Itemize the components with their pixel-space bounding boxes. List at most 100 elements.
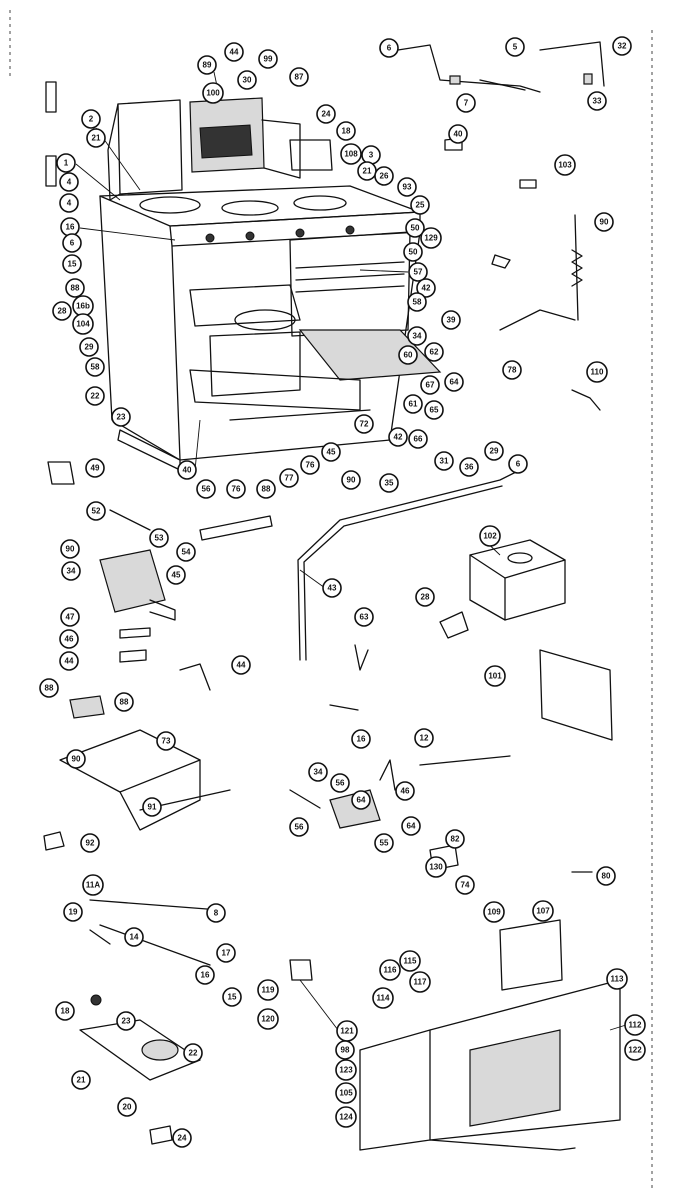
- callout-circle: [85, 458, 105, 478]
- hinge-clip: [583, 73, 593, 85]
- callout-c26: 25: [410, 195, 430, 215]
- callout-c3: 7: [456, 93, 476, 113]
- rail-part: [419, 755, 511, 766]
- callout-circle: [142, 797, 162, 817]
- callout-label: 65: [430, 406, 439, 415]
- callout-label: 53: [155, 534, 164, 543]
- callout-c81: 47: [60, 607, 80, 627]
- callout-c116: 117: [409, 971, 431, 993]
- callout-c37: 28: [52, 301, 72, 321]
- callout-c58: 40: [177, 460, 197, 480]
- callout-label: 22: [189, 1049, 198, 1058]
- panel-plate: [539, 649, 613, 741]
- screw-icon: [519, 179, 537, 189]
- callout-circle: [156, 731, 176, 751]
- bracket-part: [47, 461, 75, 485]
- callout-circle: [86, 501, 106, 521]
- callout-c72: 52: [86, 501, 106, 521]
- bracket-part: [439, 611, 469, 639]
- callout-c88: 88: [114, 692, 134, 712]
- callout-label: 61: [409, 400, 418, 409]
- callout-c7: 89: [197, 55, 217, 75]
- callout-c65: 49: [85, 458, 105, 478]
- callout-c104: 74: [455, 875, 475, 895]
- callout-c67: 35: [379, 473, 399, 493]
- callout-label: 129: [424, 234, 438, 243]
- callout-circle: [624, 1014, 646, 1036]
- callout-label: 46: [401, 787, 410, 796]
- callout-circle: [479, 525, 501, 547]
- callout-label: 87: [295, 73, 304, 82]
- callout-circle: [408, 262, 428, 282]
- knob-icon: [245, 231, 255, 241]
- callout-circle: [86, 128, 106, 148]
- callout-c70: 29: [484, 441, 504, 461]
- callout-circle: [196, 479, 216, 499]
- callout-c47: 58: [85, 357, 105, 377]
- callout-c22: 4: [59, 172, 79, 192]
- callout-c130: 124: [335, 1106, 357, 1128]
- callout-circle: [379, 473, 399, 493]
- wire-lead: [499, 309, 576, 331]
- callout-circle: [177, 460, 197, 480]
- callout-label: 52: [92, 507, 101, 516]
- callout-circle: [399, 950, 421, 972]
- valve-outlet: [149, 599, 176, 621]
- callout-circle: [85, 386, 105, 406]
- callout-label: 130: [429, 863, 443, 872]
- callout-c106: 11A: [82, 874, 104, 896]
- callout-label: 21: [92, 134, 101, 143]
- callout-c131: 22: [183, 1043, 203, 1063]
- callout-label: 112: [629, 1021, 642, 1030]
- callout-circle: [308, 762, 328, 782]
- callout-c117: 116: [379, 959, 401, 981]
- callout-c36: 42: [416, 278, 436, 298]
- callout-circle: [335, 1106, 357, 1128]
- callout-c87: 88: [39, 678, 59, 698]
- callout-c53: 65: [424, 400, 444, 420]
- callout-label: 76: [232, 485, 241, 494]
- callout-c119: 112: [624, 1014, 646, 1036]
- burner-box-side: [119, 759, 201, 831]
- callout-c66: 90: [341, 470, 361, 490]
- callout-label: 88: [45, 684, 54, 693]
- leader-line: [79, 227, 176, 241]
- side-clip-part: [45, 155, 57, 187]
- callout-circle: [448, 124, 468, 144]
- callout-label: 67: [426, 381, 435, 390]
- callout-c103: 130: [425, 856, 447, 878]
- callout-circle: [85, 357, 105, 377]
- callout-c30: 6: [62, 233, 82, 253]
- callout-c21: 26: [374, 166, 394, 186]
- callout-circle: [351, 729, 371, 749]
- callout-label: 90: [347, 476, 356, 485]
- callout-c64: 45: [321, 442, 341, 462]
- callout-label: 56: [295, 823, 304, 832]
- callout-circle: [321, 442, 341, 462]
- callout-label: 77: [285, 474, 294, 483]
- callout-c125: 23: [116, 1011, 136, 1031]
- callout-c14: 24: [316, 104, 336, 124]
- burner-tube: [199, 515, 273, 541]
- callout-circle: [374, 833, 394, 853]
- callout-label: 109: [487, 908, 501, 917]
- control-panel-side: [261, 119, 301, 179]
- broiler-pan: [189, 284, 301, 327]
- callout-label: 76: [306, 461, 315, 470]
- oven-rack-line: [295, 261, 405, 269]
- callout-label: 34: [314, 768, 323, 777]
- callout-circle: [322, 578, 342, 598]
- callout-c84: 44: [59, 651, 79, 671]
- callout-label: 88: [120, 698, 129, 707]
- callout-circle: [424, 400, 444, 420]
- callout-label: 19: [69, 908, 78, 917]
- callout-c32: 90: [594, 212, 614, 232]
- backguard-panel: [117, 99, 183, 195]
- callout-c124: 122: [624, 1039, 646, 1061]
- igniter-spring: [379, 759, 396, 791]
- callout-label: 50: [411, 224, 420, 233]
- callout-circle: [351, 790, 371, 810]
- leader-line: [299, 569, 326, 589]
- hinge-clip: [449, 75, 461, 85]
